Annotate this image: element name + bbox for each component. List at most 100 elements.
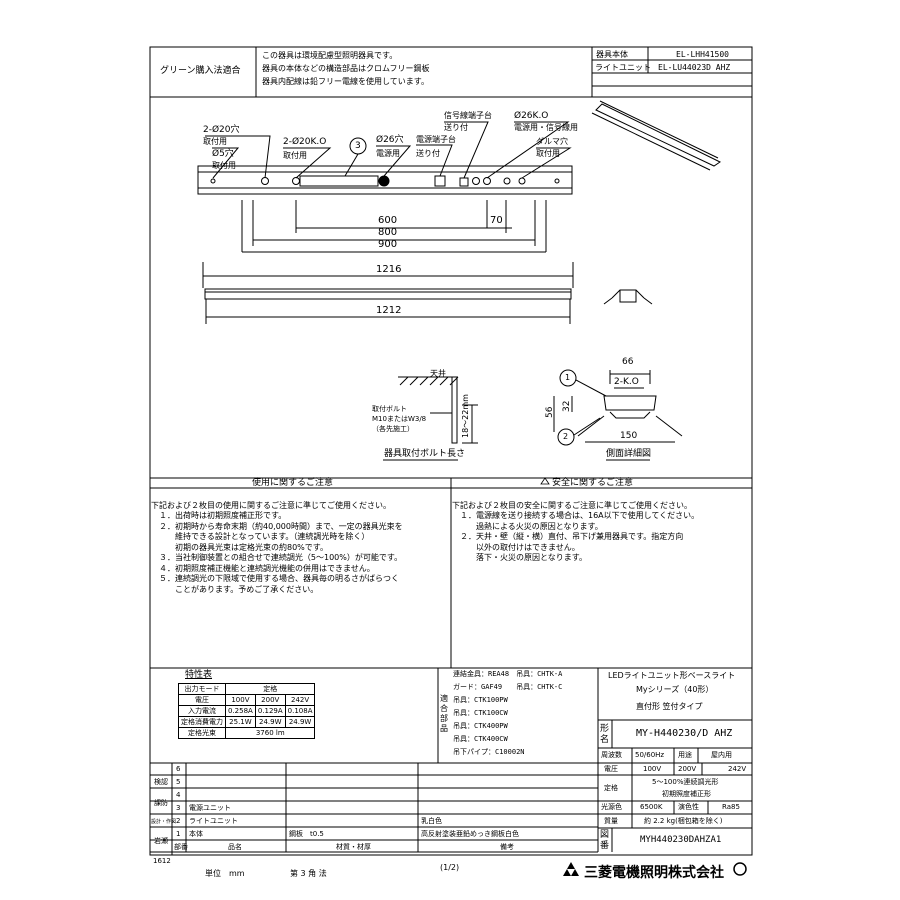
bom-note: 高反射塗装亜鉛めっき鋼板白色 [421,830,519,838]
dim-1212: 1212 [376,305,402,316]
usage-line: 下記および２枚目の使用に関するご注意に準じてご使用ください。 [151,500,391,510]
body-label: 器具本体 [596,50,628,59]
footer-page: (1/2) [440,863,460,872]
freq-value: 50/60Hz [635,751,665,759]
use-label: 用途 [678,751,692,759]
rating-label: 定格 [604,784,618,792]
product-line-3: 直付形 笠付タイプ [636,702,703,711]
hole5-label: Ø5穴 [212,149,234,159]
header-note-3: 器具内配線は鉛フリー電線を使用しています。 [262,77,429,86]
bolt-label-3: （各先施工） [372,425,414,433]
bom-no: 2 [176,817,181,825]
hole26-use: 電源用 [376,149,400,158]
output-mode-label: 出力モード [178,683,226,695]
volt-200: 200V [678,765,697,773]
company-logo [563,862,579,876]
dim-150: 150 [620,431,638,441]
part-callout-1: 1 [565,373,571,382]
hole5-use: 取付用 [212,161,236,170]
ko26-use: 電源用・信号線用 [514,123,578,132]
color-label: 光源色 [601,803,622,811]
bom-name: 本体 [189,830,203,838]
signal-terminal-feed: 送り付 [444,123,468,132]
spec-cell: 24.9W [254,716,286,728]
options-label: 適合部品 [440,694,448,733]
dim-1216: 1216 [376,264,402,275]
source-terminal-label: 電源端子台 [416,135,456,144]
usage-line: １．出荷時は初期照度補正形です。 [151,511,287,520]
bom-note: 乳白色 [421,817,442,825]
color-value: 6500K [640,803,663,811]
part-callout-3: 3 [355,141,361,151]
bom-name: 電源ユニット [189,804,231,812]
safety-line: 過熱による火災の原因となります。 [452,521,603,531]
rating-1: 5～100%連続調光形 [652,778,719,786]
volt-242: 242V [728,765,747,773]
side-label: 課防 [154,799,168,807]
mass-label: 質量 [604,817,618,825]
ceiling-label: 天井 [430,369,446,378]
bom-no: 4 [176,791,181,799]
spec-cell: 25.1W [225,716,256,728]
bolt-title: 器具取付ボルト長さ [384,449,466,459]
option-line: 吊具：CTK100PW [453,696,508,704]
cri-value: Ra85 [722,803,740,811]
option-line: 吊具：CTK100CW [453,709,508,717]
spec-cell: 200V [254,694,286,706]
safety-line: 以外の取付けはできません。 [452,542,580,552]
input-current-label: 入力電流 [178,705,226,717]
mass-value: 約 2.2 kg(梱包箱を除く) [644,817,723,825]
dim-900: 900 [378,239,398,250]
spec-cell: 242V [284,694,316,706]
safety-line: ２．天井・壁（縦・横）直付、吊下げ兼用器具です。指定方向 [452,532,684,541]
flux-value: 3760 lm [224,727,316,739]
bom-no: 5 [176,778,181,786]
side-label: 設計・作図 [151,819,177,825]
rated-power-label: 定格消費電力 [178,716,226,728]
hole26-label: Ø26穴 [376,135,404,145]
signal-terminal-label: 信号線端子台 [444,111,492,120]
ko26-label: Ø26K.O [514,111,549,121]
option-line: 吊下パイプ：C10002N [453,748,525,756]
volt-100: 100V [643,765,662,773]
product-line-2: Myシリーズ（40形） [636,685,714,694]
usage-line: ５．連続調光の下限域で使用する場合、器具毎の明るさがばらつく [151,574,399,583]
specs-title: 特性表 [185,670,213,680]
bom-header-no: 部番 [174,843,188,851]
bom-header-material: 材質・材厚 [336,843,371,851]
safety-title: 安全に関するご注意 [552,478,634,488]
product-line-1: LEDライトユニット形ベースライト [608,671,736,680]
dim-70: 70 [490,215,503,226]
flux-label: 定格光束 [178,727,226,739]
drawing-no-value: MYH440230DAHZA1 [640,835,722,845]
rated-label: 定格 [224,683,316,695]
bom-no: 6 [176,765,181,773]
bom-no: 1 [176,830,181,838]
bom-header-note: 備考 [500,843,514,851]
safety-line: 落下・火災の原因となります。 [452,553,587,562]
side-detail-title: 側面詳細図 [606,449,652,459]
usage-line: ことがあります。予めご了承ください。 [151,584,319,594]
footer-angle: 第 3 角 法 [290,869,327,878]
body-value: EL-LHH41500 [676,50,729,59]
bom-no: 3 [176,804,181,812]
safety-line: １．電源線を送り接続する場合は、16A以下で使用してください。 [452,511,700,520]
hole20-label: 2-Ø20穴 [203,125,240,135]
usage-notes: 下記および２枚目の使用に関するご注意に準じてご使用ください。 １．出荷時は初期照… [151,490,403,595]
footer-code: 1612 [153,857,171,865]
ko20-label: 2-Ø20K.O [283,137,327,147]
bom-name: ライトユニット [189,817,238,825]
option-line: 吊具：CTK400PW [453,722,508,730]
safety-line: 下記および２枚目の安全に関するご注意に準じてご使用ください。 [452,500,692,510]
bolt-label-1: 取付ボルト [372,405,407,413]
source-terminal-feed: 送り付 [416,149,440,158]
dim-600: 600 [378,215,398,226]
daruma-label: ダルマ穴 [536,137,568,146]
rating-2: 初期照度補正形 [662,790,711,798]
spec-cell: 0.129A [254,705,286,717]
cri-label: 演色性 [678,803,699,811]
drawing-no-label: 図番 [600,830,610,851]
footer-unit: 単位 mm [205,869,245,878]
company-name: 三菱電機照明株式会社 [584,865,724,881]
